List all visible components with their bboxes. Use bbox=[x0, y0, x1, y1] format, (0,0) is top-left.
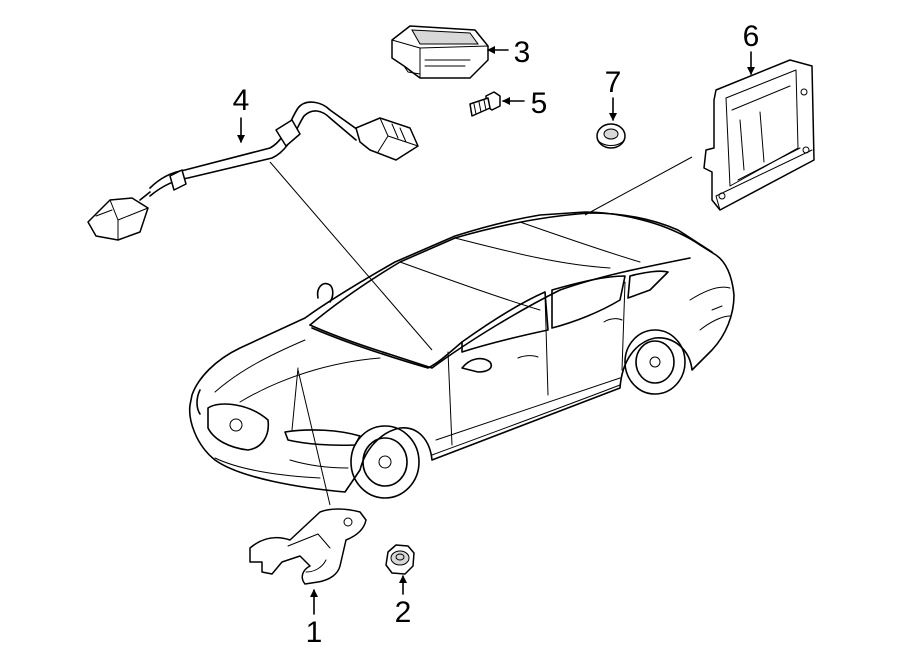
leader-part-1 bbox=[297, 369, 331, 506]
control-module-part-6 bbox=[703, 59, 815, 211]
module-part-3 bbox=[391, 25, 489, 79]
bolt-part-5 bbox=[469, 91, 501, 117]
callout-4: 4 bbox=[233, 84, 250, 117]
callout-numbers: 1 2 3 4 5 6 7 bbox=[233, 20, 760, 649]
callout-1: 1 bbox=[306, 616, 323, 649]
bracket-part-1 bbox=[249, 508, 367, 585]
leader-lines bbox=[269, 156, 693, 506]
leader-part-6 bbox=[584, 156, 693, 216]
wiring-harness-part-4 bbox=[87, 101, 419, 241]
callout-3: 3 bbox=[514, 36, 531, 69]
callout-arrows bbox=[237, 46, 755, 615]
nut-part-2 bbox=[385, 544, 415, 575]
callout-7: 7 bbox=[605, 66, 622, 99]
leader-part-4 bbox=[269, 161, 433, 351]
grommet-part-7 bbox=[596, 123, 626, 149]
callout-5: 5 bbox=[531, 87, 548, 120]
callout-6: 6 bbox=[743, 20, 760, 53]
vehicle-illustration bbox=[188, 211, 735, 499]
callout-2: 2 bbox=[395, 596, 412, 629]
